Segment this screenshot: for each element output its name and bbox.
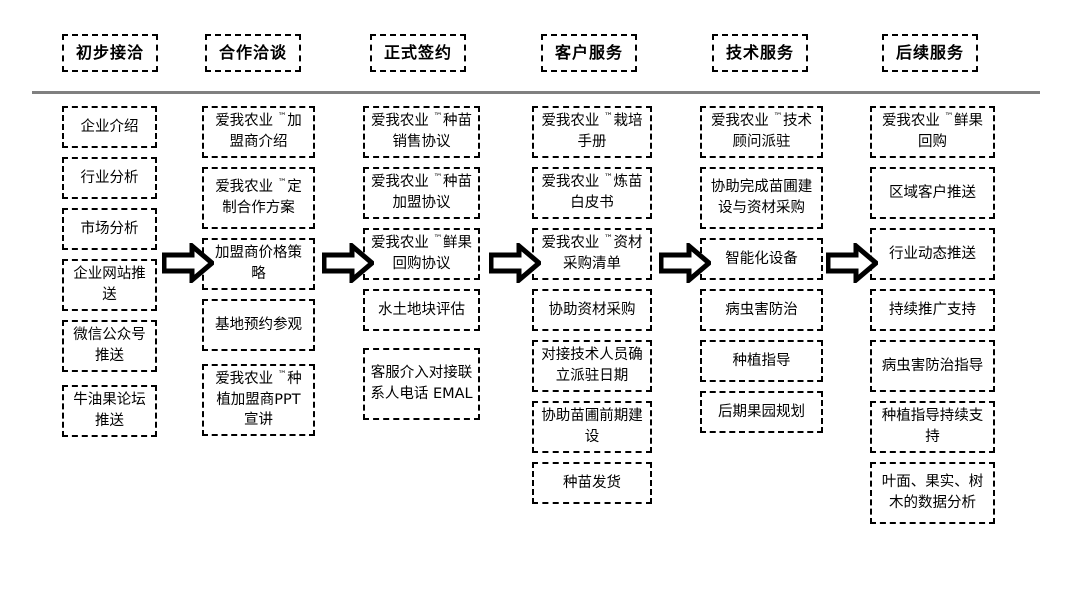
node-label: 基地预约参观 xyxy=(215,316,302,333)
node-label: 爱我农业 ™种植加盟商PPT 宣讲 xyxy=(215,370,302,429)
flow-arrow-icon-1 xyxy=(162,243,214,283)
list-item[interactable]: 企业网站推送 xyxy=(62,259,157,311)
list-item[interactable]: 种植指导 xyxy=(700,340,823,382)
list-item[interactable]: 爱我农业 ™资材采购清单 xyxy=(532,228,652,280)
stage-header-5[interactable]: 技术服务 xyxy=(712,34,808,72)
header-divider-line xyxy=(32,91,1040,94)
node-label: 爱我农业 ™种苗销售协议 xyxy=(370,112,473,150)
list-item[interactable]: 协助完成苗圃建设与资材采购 xyxy=(700,167,823,229)
list-item[interactable]: 协助资材采购 xyxy=(532,289,652,331)
node-label: 爱我农业 ™加盟商介绍 xyxy=(215,112,302,150)
flow-arrow-icon-4 xyxy=(659,243,711,283)
list-item[interactable]: 后期果园规划 xyxy=(700,391,823,433)
list-item[interactable]: 基地预约参观 xyxy=(202,299,315,351)
list-item[interactable]: 爱我农业 ™种苗加盟协议 xyxy=(363,167,480,219)
list-item[interactable]: 加盟商价格策略 xyxy=(202,238,315,290)
stage-header-label: 合作洽谈 xyxy=(218,43,287,62)
stage-column-2: 爱我农业 ™加盟商介绍 爱我农业 ™定制合作方案 加盟商价格策略 基地预约参观 … xyxy=(202,106,315,445)
node-label: 行业动态推送 xyxy=(889,245,976,262)
list-item[interactable]: 客服介入对接联系人电话 EMAL xyxy=(363,348,480,420)
stage-column-4: 爱我农业 ™栽培手册 爱我农业 ™炼苗白皮书 爱我农业 ™资材采购清单 协助资材… xyxy=(532,106,652,513)
node-label: 后期果园规划 xyxy=(718,403,805,420)
list-item[interactable]: 种苗发货 xyxy=(532,462,652,504)
list-item[interactable]: 区域客户推送 xyxy=(870,167,995,219)
node-label: 智能化设备 xyxy=(725,250,798,267)
node-label: 爱我农业 ™定制合作方案 xyxy=(215,178,302,216)
node-label: 爱我农业 ™种苗加盟协议 xyxy=(370,173,473,211)
node-label: 爱我农业 ™炼苗白皮书 xyxy=(541,173,643,211)
node-label: 爱我农业 ™鲜果回购 xyxy=(881,112,984,150)
node-label: 种苗发货 xyxy=(563,474,621,491)
node-label: 水土地块评估 xyxy=(378,301,465,318)
list-item[interactable]: 市场分析 xyxy=(62,208,157,250)
list-item[interactable]: 对接技术人员确立派驻日期 xyxy=(532,340,652,392)
node-label: 企业网站推送 xyxy=(73,266,146,303)
stage-header-label: 后续服务 xyxy=(895,43,964,62)
stage-header-1[interactable]: 初步接洽 xyxy=(62,34,158,72)
stage-column-3: 爱我农业 ™种苗销售协议 爱我农业 ™种苗加盟协议 爱我农业 ™鲜果回购协议 水… xyxy=(363,106,480,429)
stage-column-1: 企业介绍 行业分析 市场分析 企业网站推送 微信公众号推送 牛油果论坛推送 xyxy=(62,106,157,446)
node-label: 加盟商价格策略 xyxy=(215,245,302,282)
stage-header-2[interactable]: 合作洽谈 xyxy=(205,34,301,72)
list-item[interactable]: 叶面、果实、树木的数据分析 xyxy=(870,462,995,524)
node-label: 爱我农业 ™栽培手册 xyxy=(541,112,643,150)
flow-arrow-icon-5 xyxy=(826,243,878,283)
node-label: 协助苗圃前期建设 xyxy=(541,408,643,445)
list-item[interactable]: 协助苗圃前期建设 xyxy=(532,401,652,453)
stage-header-3[interactable]: 正式签约 xyxy=(370,34,466,72)
node-label: 爱我农业 ™技术顾问派驻 xyxy=(710,112,813,150)
list-item[interactable]: 爱我农业 ™技术顾问派驻 xyxy=(700,106,823,158)
node-label: 行业分析 xyxy=(80,169,139,186)
node-label: 牛油果论坛推送 xyxy=(73,392,146,429)
list-item[interactable]: 病虫害防治 xyxy=(700,289,823,331)
node-label: 病虫害防治 xyxy=(725,301,798,318)
list-item[interactable]: 行业分析 xyxy=(62,157,157,199)
node-label: 持续推广支持 xyxy=(889,301,976,318)
stage-header-label: 客户服务 xyxy=(554,43,623,62)
list-item[interactable]: 牛油果论坛推送 xyxy=(62,385,157,437)
flow-arrow-icon-2 xyxy=(322,243,374,283)
list-item[interactable]: 爱我农业 ™炼苗白皮书 xyxy=(532,167,652,219)
list-item[interactable]: 爱我农业 ™定制合作方案 xyxy=(202,167,315,229)
list-item[interactable]: 爱我农业 ™种苗销售协议 xyxy=(363,106,480,158)
list-item[interactable]: 爱我农业 ™鲜果回购 xyxy=(870,106,995,158)
node-label: 对接技术人员确立派驻日期 xyxy=(541,347,643,384)
stage-header-row: 初步接洽 合作洽谈 正式签约 客户服务 技术服务 后续服务 xyxy=(0,34,1074,78)
node-label: 叶面、果实、树木的数据分析 xyxy=(881,474,984,511)
stage-header-label: 初步接洽 xyxy=(75,43,144,62)
list-item[interactable]: 企业介绍 xyxy=(62,106,157,148)
node-label: 协助完成苗圃建设与资材采购 xyxy=(710,179,813,216)
node-label: 种植指导持续支持 xyxy=(881,408,984,445)
node-label: 客服介入对接联系人电话 EMAL xyxy=(370,365,473,402)
flow-arrow-icon-3 xyxy=(489,243,541,283)
list-item[interactable]: 持续推广支持 xyxy=(870,289,995,331)
list-item[interactable]: 爱我农业 ™加盟商介绍 xyxy=(202,106,315,158)
node-label: 微信公众号推送 xyxy=(73,327,146,364)
stage-header-6[interactable]: 后续服务 xyxy=(882,34,978,72)
node-label: 市场分析 xyxy=(80,220,139,237)
list-item[interactable]: 爱我农业 ™鲜果回购协议 xyxy=(363,228,480,280)
node-label: 爱我农业 ™资材采购清单 xyxy=(541,234,643,272)
node-label: 企业介绍 xyxy=(80,118,139,135)
node-label: 种植指导 xyxy=(732,352,791,369)
list-item[interactable]: 微信公众号推送 xyxy=(62,320,157,372)
node-label: 病虫害防治指导 xyxy=(881,357,984,374)
node-label: 爱我农业 ™鲜果回购协议 xyxy=(370,234,473,272)
list-item[interactable]: 病虫害防治指导 xyxy=(870,340,995,392)
node-label: 区域客户推送 xyxy=(889,184,976,201)
stage-header-label: 正式签约 xyxy=(383,43,452,62)
list-item[interactable]: 水土地块评估 xyxy=(363,289,480,331)
stage-column-5: 爱我农业 ™技术顾问派驻 协助完成苗圃建设与资材采购 智能化设备 病虫害防治 种… xyxy=(700,106,823,442)
list-item[interactable]: 爱我农业 ™种植加盟商PPT 宣讲 xyxy=(202,364,315,436)
stage-header-4[interactable]: 客户服务 xyxy=(541,34,637,72)
stage-column-6: 爱我农业 ™鲜果回购 区域客户推送 行业动态推送 持续推广支持 病虫害防治指导 … xyxy=(870,106,995,533)
node-label: 协助资材采购 xyxy=(548,301,636,318)
list-item[interactable]: 种植指导持续支持 xyxy=(870,401,995,453)
stage-header-label: 技术服务 xyxy=(725,43,794,62)
list-item[interactable]: 爱我农业 ™栽培手册 xyxy=(532,106,652,158)
list-item[interactable]: 行业动态推送 xyxy=(870,228,995,280)
list-item[interactable]: 智能化设备 xyxy=(700,238,823,280)
